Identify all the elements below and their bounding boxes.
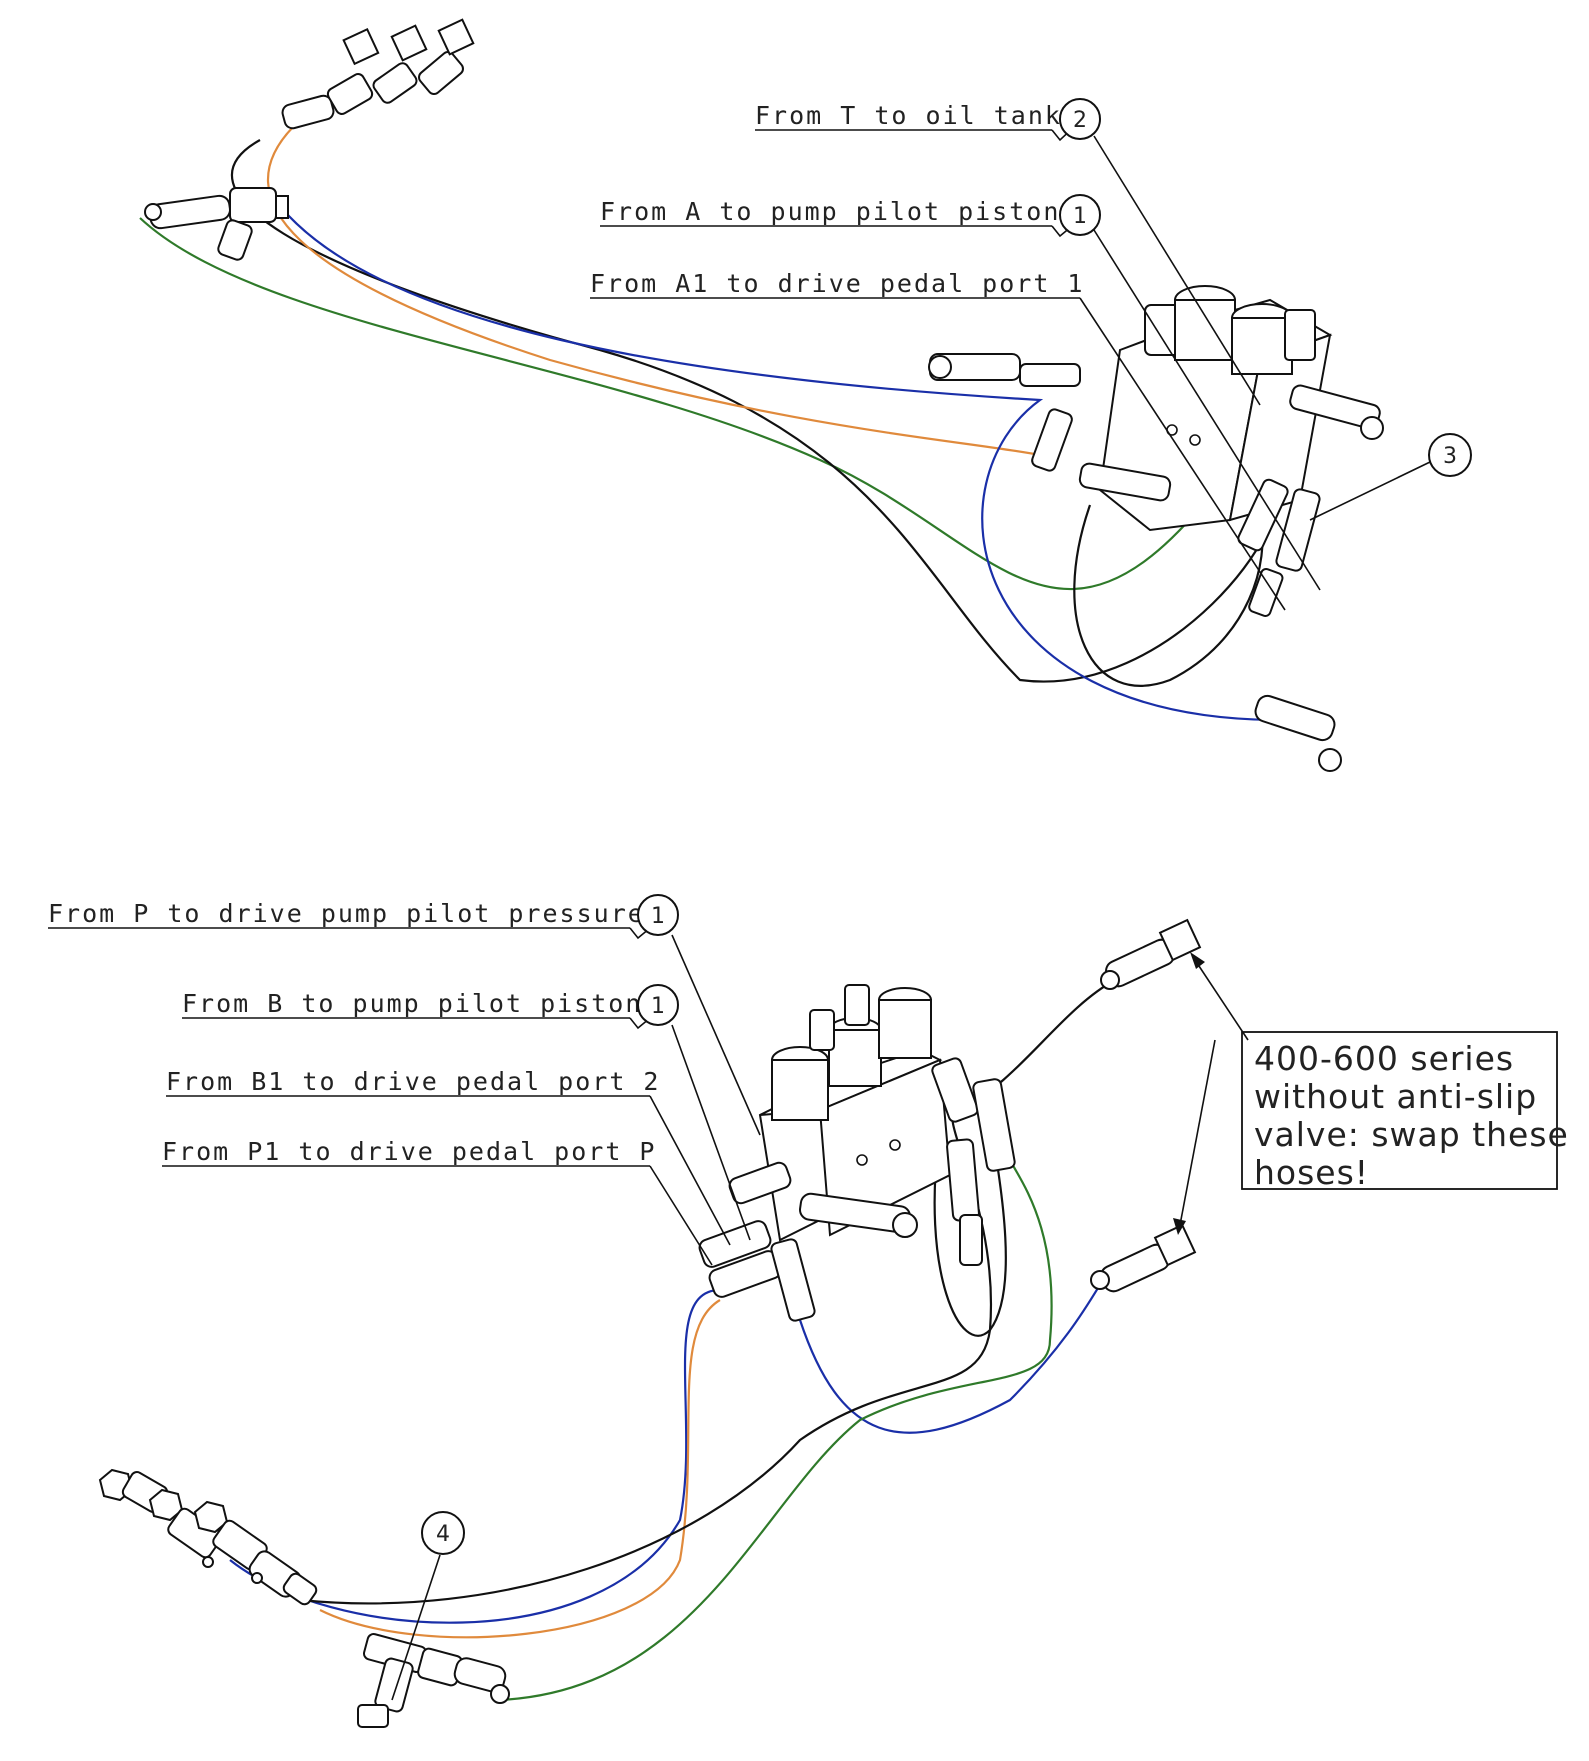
label-p-to-drive-pump-pilot-pressure: From P to drive pump pilot pressure [48, 899, 645, 928]
note-line-4: hoses! [1254, 1153, 1369, 1192]
top-valve-block [928, 285, 1384, 772]
bottom-valve-block [698, 984, 1016, 1322]
swap-hoses-note: 400-600 series without anti-slip valve: … [1173, 952, 1569, 1235]
bottom-right-couplers [1090, 918, 1202, 1293]
balloon-1-p-text: 1 [651, 904, 665, 929]
hose-blue-top [267, 189, 1281, 722]
label-t-to-oil-tank: From T to oil tank [755, 101, 1062, 130]
label-b-to-pump-pilot-piston: From B to pump pilot piston [182, 989, 642, 1018]
balloon-2-text: 2 [1073, 108, 1087, 133]
hose-orange-bottom [319, 1299, 721, 1639]
balloon-4 [421, 1511, 465, 1555]
top-callouts: From T to oil tank 2 From A to pump pilo… [590, 98, 1472, 611]
hose-green-top [139, 217, 1231, 591]
note-arrow-lower [1179, 1039, 1216, 1226]
hose-blue-bottom [229, 1269, 1111, 1624]
balloon-3 [1428, 433, 1472, 477]
top-assembly: From T to oil tank 2 From A to pump pilo… [139, 18, 1472, 772]
bottom-callouts: From P to drive pump pilot pressure 1 Fr… [48, 894, 761, 1701]
note-line-1: 400-600 series [1254, 1039, 1514, 1078]
label-a1-to-drive-pedal-port-1: From A1 to drive pedal port 1 [590, 269, 1085, 298]
bottom-assembly: From P to drive pump pilot pressure 1 Fr… [48, 894, 1569, 1728]
balloon-1-b-text: 1 [651, 994, 665, 1019]
label-b1-to-drive-pedal-port-2: From B1 to drive pedal port 2 [166, 1067, 661, 1096]
hose-green-bottom [499, 1159, 1053, 1702]
balloon-1-b [637, 984, 679, 1026]
bottom-tee-fitting [357, 1633, 510, 1728]
bottom-left-fittings [98, 1468, 318, 1606]
note-arrowhead-upper [1190, 952, 1205, 969]
note-line-3: valve: swap these [1254, 1115, 1569, 1154]
hose-black-top-loop [1073, 504, 1264, 687]
note-line-2: without anti-slip [1254, 1077, 1537, 1116]
note-arrowhead-lower [1173, 1218, 1186, 1235]
balloon-1-p [637, 894, 679, 936]
balloon-1-top-text: 1 [1073, 204, 1087, 229]
label-p1-to-drive-pedal-port-p: From P1 to drive pedal port P [162, 1137, 657, 1166]
note-arrow-upper [1194, 959, 1249, 1041]
hose-black-bottom-loop [933, 1119, 1007, 1337]
balloon-1-top [1059, 194, 1101, 236]
balloon-2 [1059, 98, 1101, 140]
hose-black-top [230, 139, 1276, 683]
balloon-4-text: 4 [436, 1522, 450, 1547]
top-left-fittings [144, 18, 475, 261]
balloon-3-text: 3 [1443, 444, 1457, 469]
label-a-to-pump-pilot-piston: From A to pump pilot piston [600, 197, 1060, 226]
